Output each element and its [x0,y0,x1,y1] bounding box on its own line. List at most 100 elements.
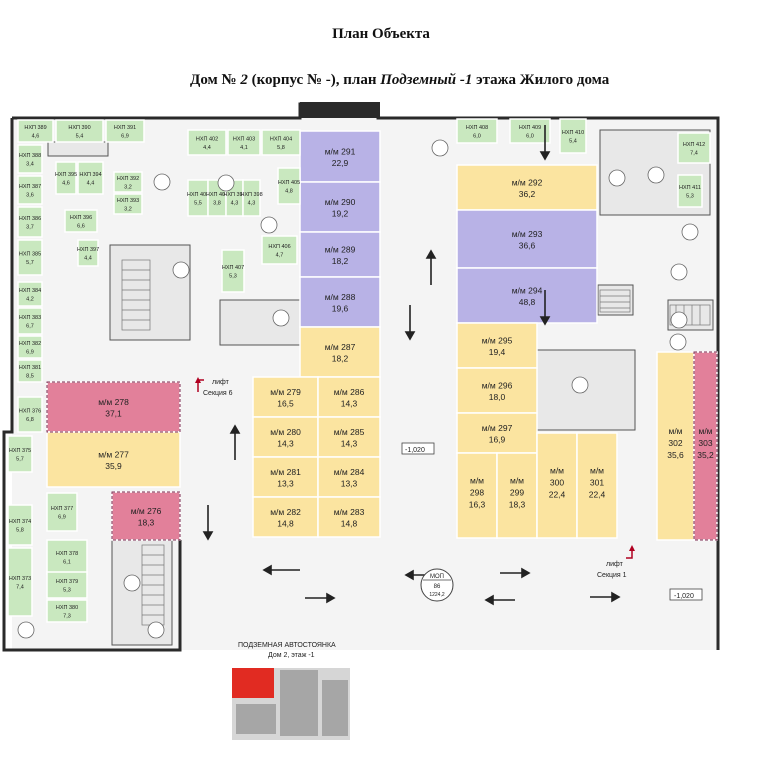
storage-room-shape[interactable] [55,161,77,195]
storage-room-shape[interactable] [17,281,43,307]
storage-room-shape[interactable] [17,144,43,174]
parking-space-shape[interactable] [536,432,578,539]
parking-space-shape[interactable] [456,209,598,269]
storage-room-shape[interactable] [187,129,227,156]
parking-space-shape[interactable] [317,376,381,418]
parking-space-shape[interactable] [46,381,181,433]
parking-space-shape[interactable] [299,181,381,233]
storage-room-shape[interactable] [17,175,43,205]
storage-room-shape[interactable] [77,239,99,267]
storage-room-shape[interactable] [187,179,209,217]
storage-room-shape[interactable] [17,239,43,276]
storage-room-shape[interactable] [17,206,43,238]
storage-room-shape[interactable] [221,249,245,293]
parking-space-shape[interactable] [456,367,538,414]
parking-space-shape[interactable] [299,276,381,328]
storage-room-shape[interactable] [677,132,711,164]
storage-room-shape[interactable] [509,118,551,144]
parking-space-shape[interactable] [252,456,319,498]
parking-space-shape[interactable] [299,326,381,378]
storage-room-shape[interactable] [261,235,298,265]
parking-space-shape[interactable] [252,416,319,458]
parking-space-shape[interactable] [456,322,538,369]
parking-space-shape[interactable] [317,496,381,538]
storage-room-shape[interactable] [46,539,88,575]
parking-space-shape[interactable] [656,351,695,541]
parking-space-shape[interactable] [299,231,381,278]
parking-space-shape[interactable] [456,267,598,324]
parking-space-shape[interactable] [456,164,598,211]
storage-room-shape[interactable] [7,547,33,617]
parking-space-shape[interactable] [252,496,319,538]
storage-room-shape[interactable] [7,504,33,546]
parking-space-shape[interactable] [576,432,618,539]
storage-room-shape[interactable] [17,307,43,335]
parking-space-shape[interactable] [46,431,181,488]
storage-room-shape[interactable] [113,171,143,193]
storage-room-shape[interactable] [105,119,145,143]
storage-room-shape[interactable] [677,174,703,208]
storage-room-shape[interactable] [17,335,43,359]
storage-room-shape[interactable] [46,599,88,623]
parking-space-shape[interactable] [317,456,381,498]
storage-room-shape[interactable] [17,396,43,433]
storage-room-shape[interactable] [277,167,301,205]
storage-room-shape[interactable] [227,129,261,156]
parking-space-shape[interactable] [317,416,381,458]
parking-space-shape[interactable] [111,491,181,541]
parking-space-shape[interactable] [252,376,319,418]
storage-room-shape[interactable] [7,435,33,473]
parking-space-shape[interactable] [456,412,538,454]
